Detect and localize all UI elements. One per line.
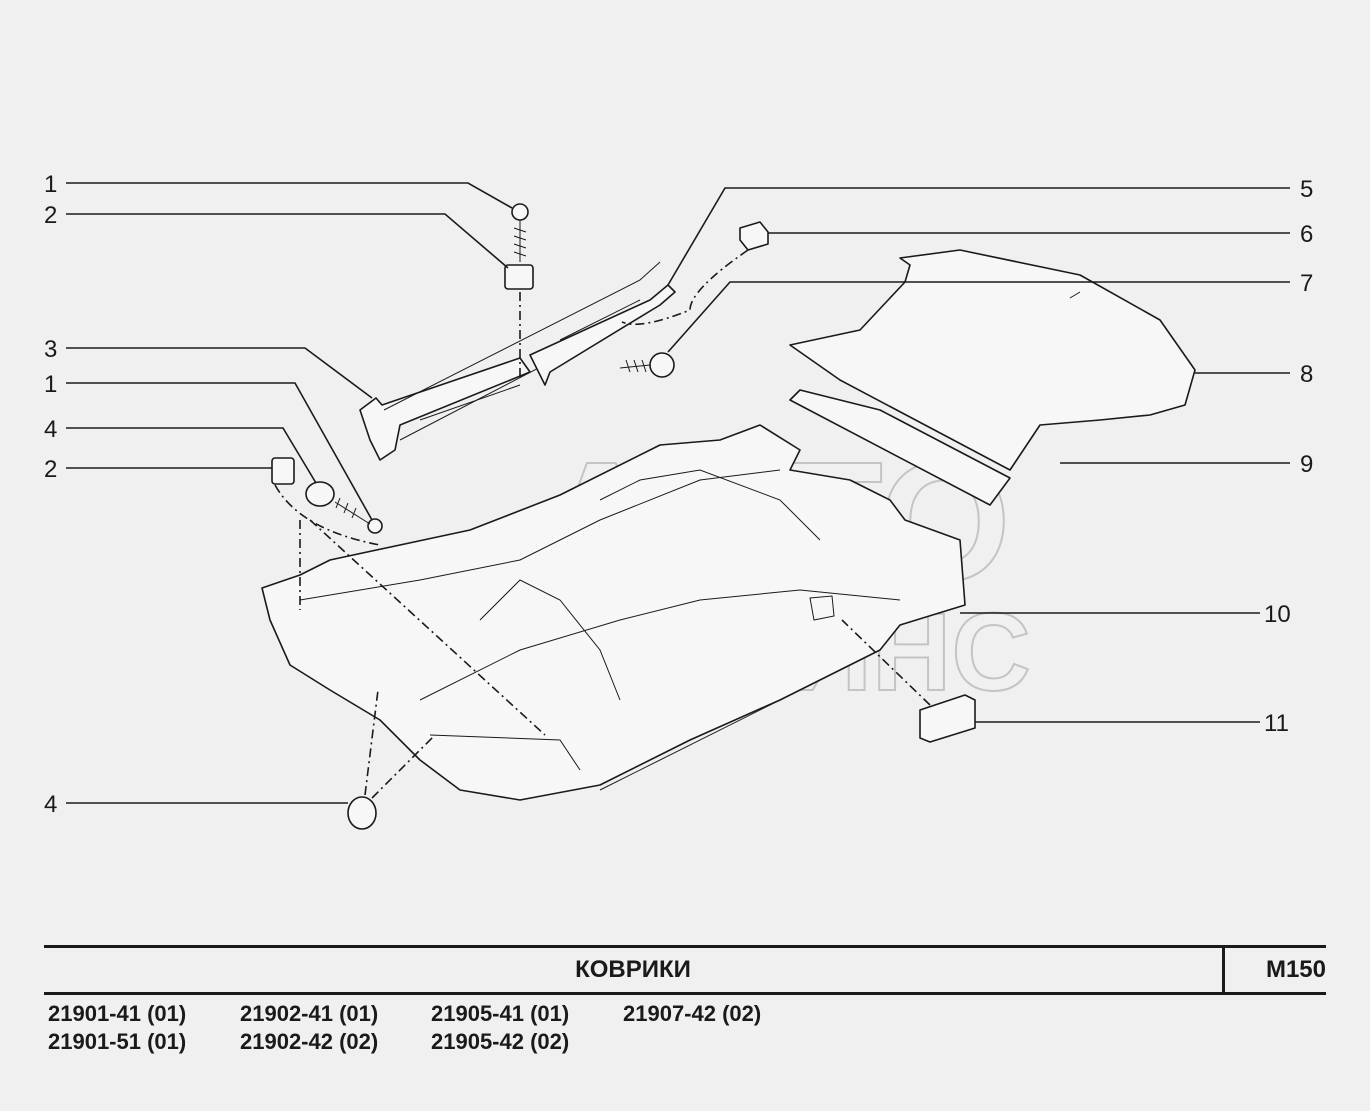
model-code: 21901-51 (01) xyxy=(48,1029,187,1054)
callout-10: 10 xyxy=(1264,601,1291,628)
callout-4-bottom: 4 xyxy=(44,791,57,818)
title-divider xyxy=(1222,948,1225,992)
sheet-title: КОВРИКИ xyxy=(575,956,691,983)
model-code: 21902-42 (02) xyxy=(240,1029,379,1054)
callouts: 1 2 3 1 4 2 4 5 6 7 8 9 10 11 xyxy=(44,171,1313,818)
callout-7: 7 xyxy=(1300,270,1313,297)
model-list: 21901-41 (01) 21901-51 (01) 21902-41 (01… xyxy=(48,1001,948,1061)
callout-4-mid: 4 xyxy=(44,416,57,443)
callout-5: 5 xyxy=(1300,176,1313,203)
callout-9: 9 xyxy=(1300,451,1313,478)
leader-lines xyxy=(66,182,1290,804)
title-block: КОВРИКИ М150 xyxy=(44,945,1326,995)
model-code: 21905-42 (02) xyxy=(431,1029,570,1054)
callout-1-top: 1 xyxy=(44,171,57,198)
trunk-mats xyxy=(789,249,1196,506)
callout-11: 11 xyxy=(1264,710,1289,737)
callout-2-top: 2 xyxy=(44,202,57,229)
floor-carpet xyxy=(261,424,966,801)
sheet-code: М150 xyxy=(1265,956,1327,983)
callout-8: 8 xyxy=(1300,361,1313,388)
callout-2-mid: 2 xyxy=(44,456,57,483)
callout-3: 3 xyxy=(44,336,57,363)
sill-trims xyxy=(359,261,676,461)
model-code: 21907-42 (02) xyxy=(623,1001,762,1026)
callout-1-mid: 1 xyxy=(44,371,57,398)
callout-6: 6 xyxy=(1300,221,1313,248)
model-code: 21902-41 (01) xyxy=(240,1001,379,1026)
model-code: 21905-41 (01) xyxy=(431,1001,570,1026)
model-code: 21901-41 (01) xyxy=(48,1001,187,1026)
fasteners xyxy=(271,203,976,830)
